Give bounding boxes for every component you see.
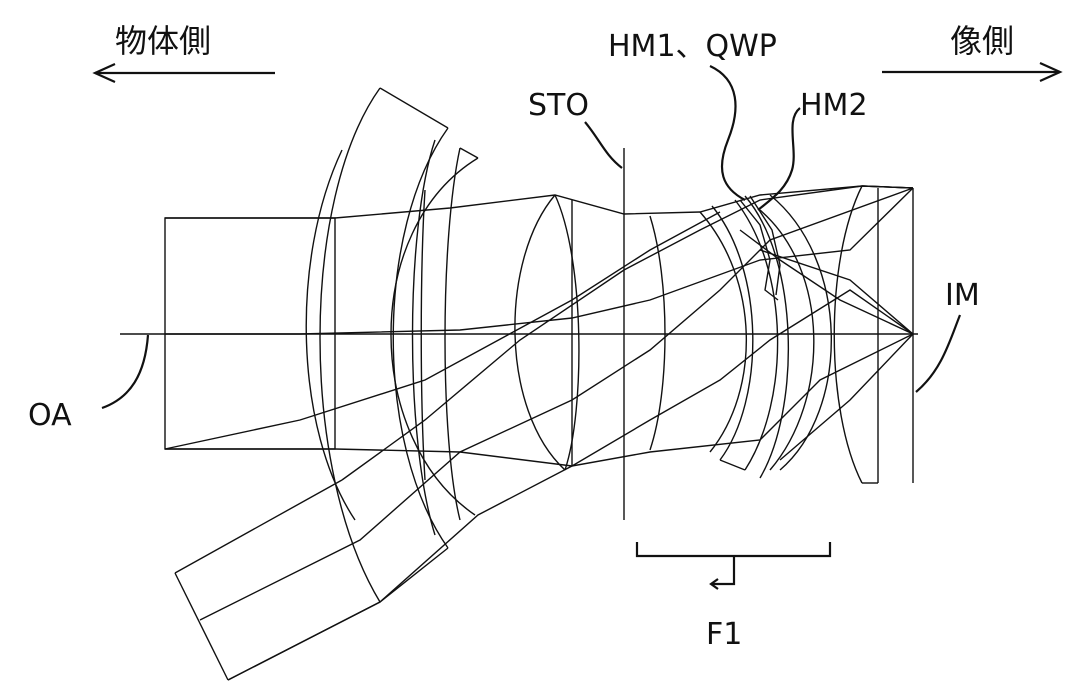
oa-leader (102, 335, 148, 408)
image-side-label: 像側 (950, 22, 1014, 60)
lens-group-3 (650, 195, 831, 478)
sto-label: STO (528, 88, 589, 123)
sto-leader (585, 122, 622, 168)
half-mirror-elements (740, 196, 780, 300)
object-side-arrow (95, 64, 275, 82)
im-label: IM (945, 278, 980, 313)
im-leader (916, 315, 960, 392)
lens-group-2 (515, 195, 579, 470)
image-side-arrow (882, 63, 1060, 81)
oa-label: OA (28, 398, 72, 433)
object-side-label: 物体側 (115, 22, 211, 60)
lens-group-1 (306, 88, 478, 602)
f1-bracket (637, 542, 830, 589)
f1-label: F1 (706, 617, 742, 652)
hm1-leader (710, 66, 745, 200)
hm2-label: HM2 (800, 88, 868, 123)
ray-bundles (165, 186, 913, 680)
hm1-qwp-label: HM1、QWP (608, 29, 777, 64)
